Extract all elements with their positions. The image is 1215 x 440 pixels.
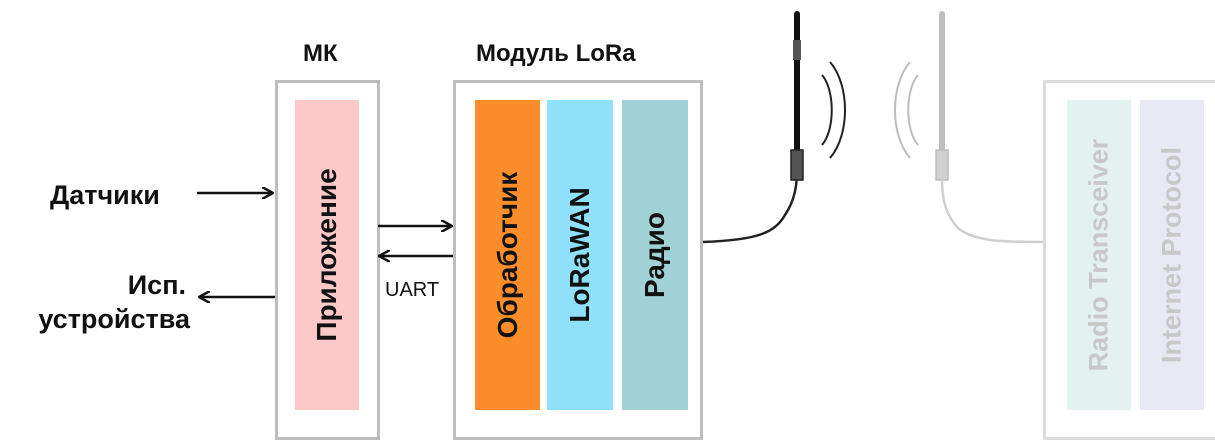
mcu-layer-application: Приложение (295, 100, 359, 410)
antenna-cable-left (702, 169, 799, 244)
gateway-box: Radio Transceiver Internet Protocol (1043, 80, 1215, 440)
mcu-title: МК (303, 40, 338, 67)
sensors-label: Датчики (50, 180, 160, 210)
radio-waves-right-icon (894, 61, 919, 159)
actuators-label: Исп. устройства (0, 268, 190, 336)
actuators-label-line2: устройства (38, 304, 190, 334)
lora-module-title: Модуль LoRa (476, 40, 636, 67)
uart-label: UART (385, 279, 440, 301)
lora-layer-lorawan: LoRaWAN (547, 100, 613, 410)
radio-waves-left-icon (821, 61, 846, 159)
actuators-label-line1: Исп. (127, 270, 186, 300)
gateway-layer-radio-transceiver: Radio Transceiver (1067, 100, 1131, 410)
mcu-box: Приложение (275, 80, 380, 440)
antenna-right-icon (935, 11, 949, 181)
antenna-left-icon (790, 11, 804, 181)
lora-layer-radio: Радио (622, 100, 688, 410)
connections-overlay (197, 11, 1044, 419)
gateway-layer-internet-protocol: Internet Protocol (1140, 100, 1204, 410)
lora-module-box: Обработчик LoRaWAN Радио (453, 80, 703, 440)
lora-layer-handler: Обработчик (475, 100, 540, 410)
antenna-cable-right (940, 179, 1044, 244)
